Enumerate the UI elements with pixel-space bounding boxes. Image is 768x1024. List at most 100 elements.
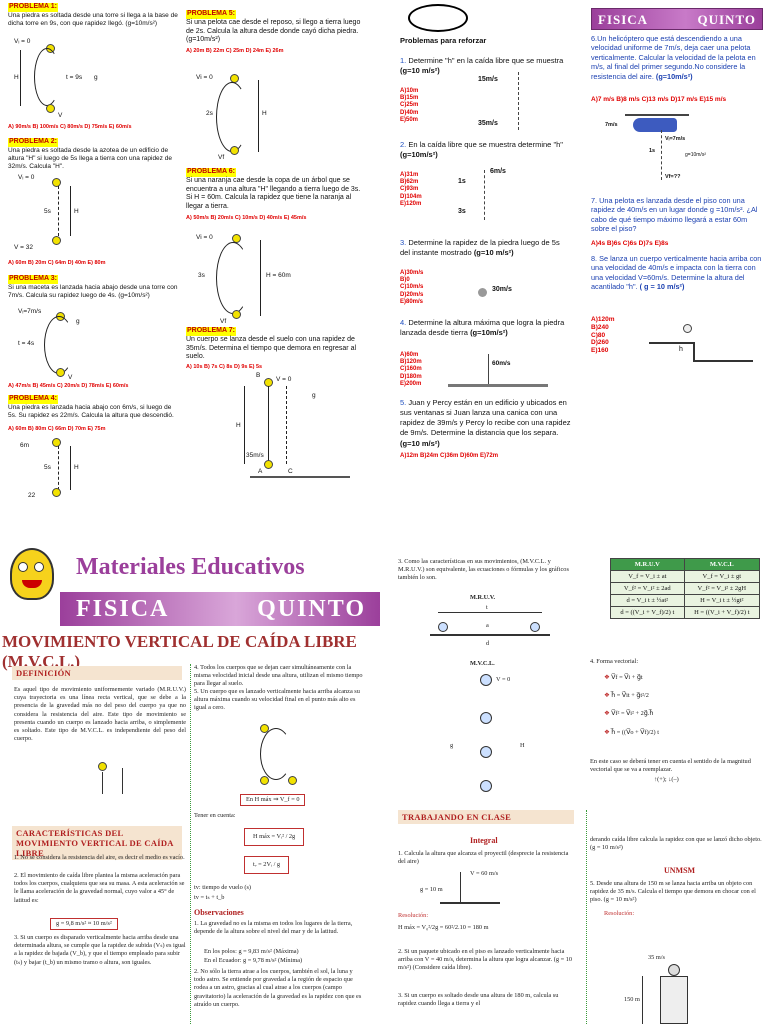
question-1: 1. Determine "h" en la caída libre que s… [400,56,570,76]
worksheet-page-2: Problemas para reforzar 1. Determine "h"… [388,0,583,500]
vector-formula: V⃗f² = V⃗i² + 2g⃗.h⃗ [611,710,654,718]
work-2: 2. Si un paquete ubicado en el piso es l… [398,948,573,972]
cell: V_f² = V_i² ± 2ad [610,582,685,595]
label-h: H [74,464,79,471]
q4-figure: 60m/s [448,354,558,390]
work-1: 1. Calcula la altura que alcanza el proy… [398,850,569,866]
label-vf: V [68,374,73,381]
label-vi: Vᵢ = 0 [14,38,31,45]
mvcl-figure: V = 0 g H [450,672,550,804]
question-3: 3. Determine la rapidez de la piedra lue… [400,238,570,258]
label-h: H [14,74,19,81]
work-5-figure: 35 m/s 150 m [624,920,764,1024]
problem-4-figure: 6m 5s H 22 [14,436,114,500]
problem-3: PROBLEMA 3: Si una maceta es lanzada hac… [8,275,180,300]
formula-tv: tᵥ = 2Vᵢ / g [244,856,290,875]
option: A)60m [400,352,419,358]
q2-num: 2. [400,140,407,149]
formula-hmax: H máx = Vᵢ² / 2g [244,828,305,847]
problem-5-title: PROBLEMA 5: [186,10,236,19]
vector-list: ❖ V⃗f = V⃗i + g⃗t ❖ h⃗ = V⃗it + g⃗t²/2 ❖… [604,674,659,736]
cell: d = ((V_i + V_f)/2) t [610,606,685,619]
option: B)240 [591,323,609,331]
label-c: C [288,468,293,475]
option: D)104m [400,193,422,200]
option: A)31m [400,172,419,178]
problem-1-options: A) 90m/s B) 100m/s C) 80m/s D) 75m/s E) … [8,124,132,130]
label-vf: V [58,112,63,119]
obs-1c: En el Ecuador: g = 9,78 m/s² (Mínima) [204,957,303,964]
vector-formula: h⃗ = V⃗it + g⃗t²/2 [611,692,649,700]
question-7: 7. Una pelota es lanzada desde el piso c… [591,196,758,234]
throw-figure [220,716,330,788]
problem-6-text: Si una naranja cae desde la copa de un á… [186,176,361,210]
q1-num: 1. [400,56,407,65]
q8-text: 8. Se lanza un cuerpo verticalmente haci… [591,254,762,292]
work-5: 5. Desde una altura de 150 m se lanza ha… [590,880,756,904]
work-1-formula: H máx = V₀²/2g = 60²/2.10 = 180 m [398,924,489,931]
char-2: 2. El movimiento de caída libre plantea … [14,872,185,904]
table-row: d = V_i t ± ½at² H = V_i t ± ½gt² [610,594,761,607]
q2-gravity: (g=10m/s²) [400,150,438,160]
cell: d = V_i t ± ½at² [610,594,685,607]
label-v: 60m/s [492,360,511,367]
option: E)50m [400,116,419,123]
label-g: g=10m/s² [685,152,706,158]
q1-gravity: (g=10 m/s²) [400,66,440,76]
subject-left: FISICA [76,596,170,622]
label-t: 5s [44,208,51,215]
option: D)20m/s [400,291,424,298]
brand-title: Materiales Educativos [76,554,305,580]
option: D)40m [400,109,419,116]
q8-gravity: ( g = 10 m/s²) [639,282,685,292]
label-h: h [679,346,683,353]
note-text: En este caso se deberá tener en cuenta e… [590,758,751,774]
option: B)0 [400,277,410,284]
question-5: 5. Juan y Percy están en un edificio y u… [400,398,572,449]
table-row: d = ((V_i + V_f)/2) t H = ((V_i + V_f)/2… [610,606,761,619]
label-g: g [312,392,316,399]
option: B)15m [400,95,419,102]
problem-7: PROBLEMA 7: Un cuerpo se lanza desde el … [186,327,366,362]
definition-heading: DEFINICIÓN [12,666,182,680]
option: C)80 [591,331,606,339]
formula-table: M.R.U.V M.V.C.L V_f = V_i ± at V_f = V_i… [610,558,761,619]
q3-options: A)30m/s B)0 C)10m/s D)20m/s E)80m/s [400,270,423,306]
theory-page-3: M.R.U.V M.V.C.L V_f = V_i ± at V_f = V_i… [584,540,768,1024]
cell: V_f² = V_i² ± 2gH [683,582,761,595]
subject-banner: FISICA QUINTO [60,592,380,626]
problem-3-text: Si una maceta es lanzada hacia abajo des… [8,283,178,299]
question-2: 2. En la caída libre que se muestra dete… [400,140,570,160]
problem-5-text: Si una pelota cae desde el reposo, si ll… [186,18,361,44]
label-v1: 15m/s [478,76,498,83]
mvcl-label: M.V.C.L. [470,660,495,667]
option: C)10m/s [400,284,424,291]
resolucion-label: Resolución: [398,912,429,919]
q5-text: Juan y Percy están en un edificio y ubic… [400,398,571,438]
q2-figure: 6m/s 1s 3s [458,166,538,226]
char-1: 1. No se considera la resistencia del ai… [14,854,185,861]
oval-badge [408,4,468,32]
char-5: 5. Un cuerpo que es lanzado verticalment… [194,688,360,712]
problem-1-figure: Vᵢ = 0 H t = 9s g V [14,38,114,120]
problem-6: PROBLEMA 6: Si una naranja cae desde la … [186,168,366,212]
label-a: A [258,468,263,475]
label-v: 30m/s [492,286,512,293]
mruv-figure: t a d [430,604,550,654]
problem-1-text: Una piedra es soltada desde una torre si… [8,11,178,27]
q5-gravity: (g=10 m/s²) [400,438,440,448]
unmsm-label: UNMSM [664,866,696,875]
q3-text: Determine la rapidez de la piedra luego … [400,238,560,258]
tv-def: tv: tiempo de vuelo (s) [194,884,252,891]
label-h: H [74,208,79,215]
label-vf: Vf=?? [665,174,681,180]
label-g: g = 10 m [420,886,443,893]
label-t: t = 4s [18,340,35,347]
work-3: 3. Si un cuerpo es soltado desde una alt… [398,992,559,1008]
label-vf: V = 32 [14,244,33,251]
problem-7-options: A) 10s B) 7s C) 8s D) 9s E) 5s [186,364,263,370]
fisica-banner: FISICA QUINTO [591,8,763,30]
option: D)180m [400,373,422,380]
q8-options: A)120m B)240 C)80 D)260 E)160 [591,316,614,355]
q1-options: A)10m B)15m C)25m D)40m E)50m [400,88,418,124]
